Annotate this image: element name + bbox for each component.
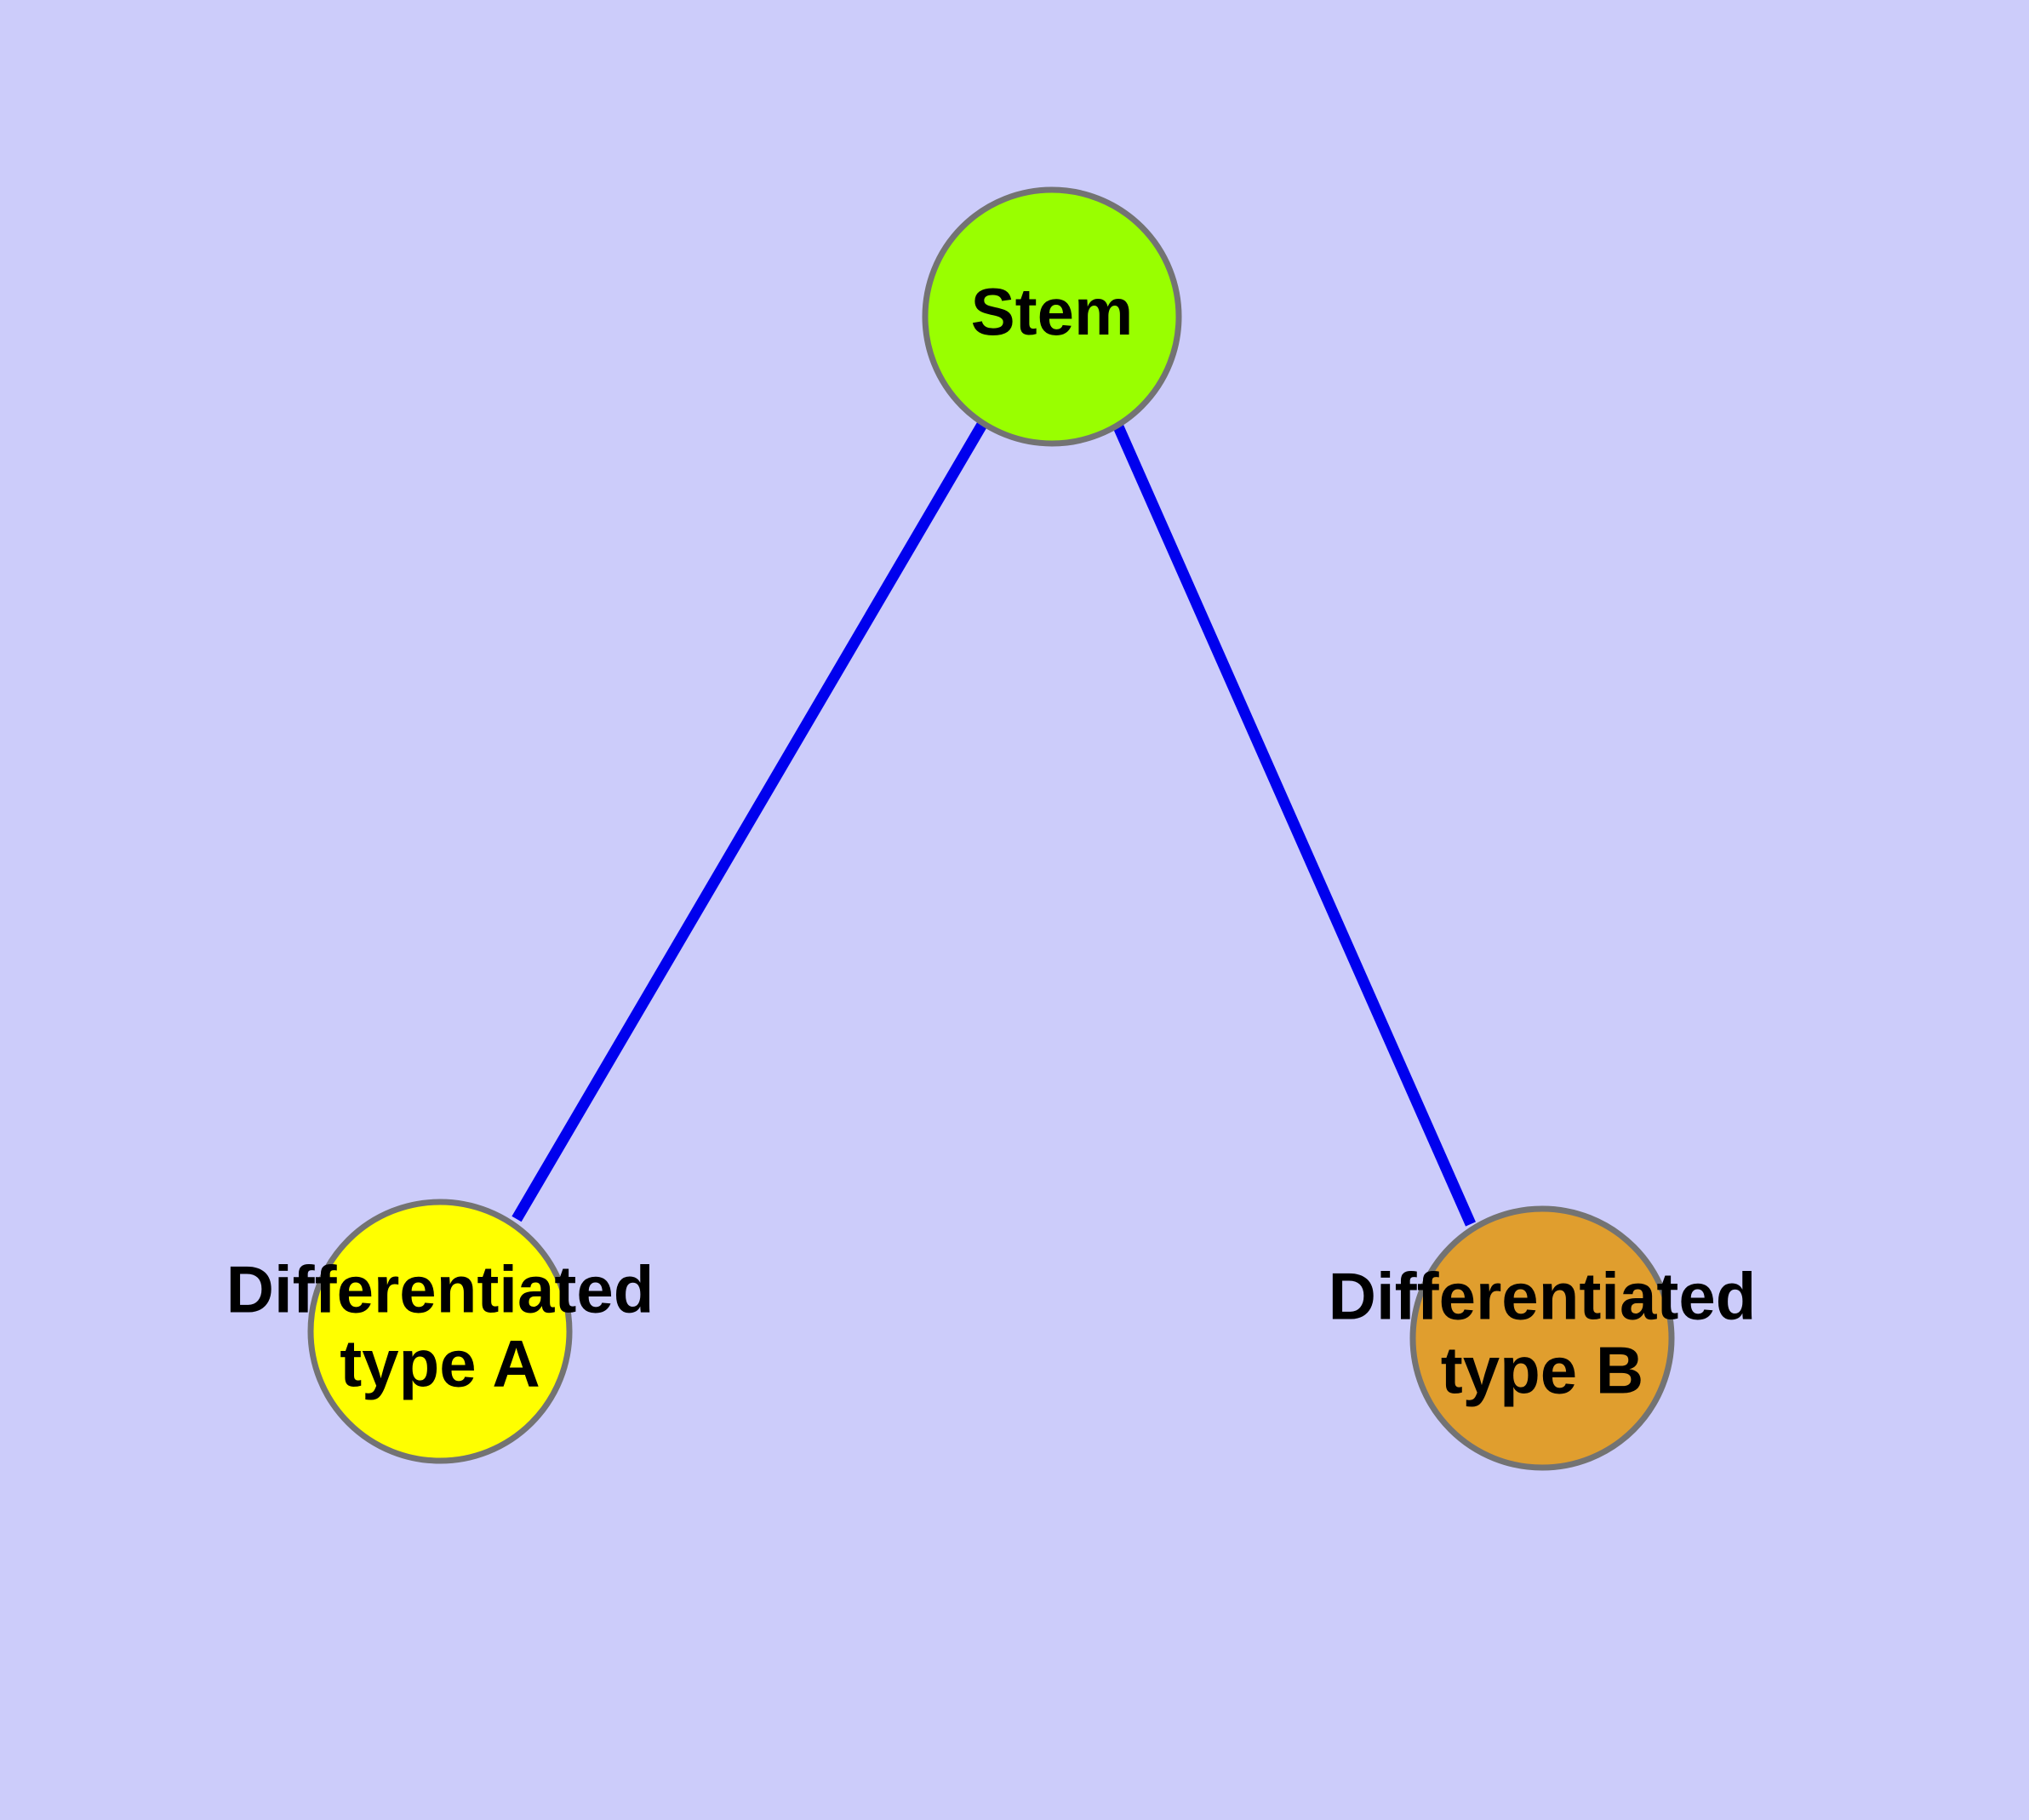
graph-edge-stem-to-diff-b[interactable] xyxy=(1112,422,1476,1227)
graph-node-label-line: type A xyxy=(340,1325,540,1400)
nodes-group xyxy=(307,186,1675,1471)
graph-node-label-line: Differentiated xyxy=(226,1251,654,1326)
graph-node-label-line: type B xyxy=(1441,1332,1643,1407)
graph-node-label-stem: Stem xyxy=(971,274,1134,349)
graph-node-label-line: Differentiated xyxy=(1329,1258,1757,1333)
graph-node-label-line: Stem xyxy=(971,274,1134,349)
graph-node-stem[interactable] xyxy=(922,186,1182,447)
graph-edge-stem-to-diff-a[interactable] xyxy=(512,420,988,1222)
graph-node-diff-a[interactable] xyxy=(307,1199,573,1464)
graph-node-diff-b[interactable] xyxy=(1409,1205,1675,1471)
edges-group xyxy=(512,420,1476,1227)
